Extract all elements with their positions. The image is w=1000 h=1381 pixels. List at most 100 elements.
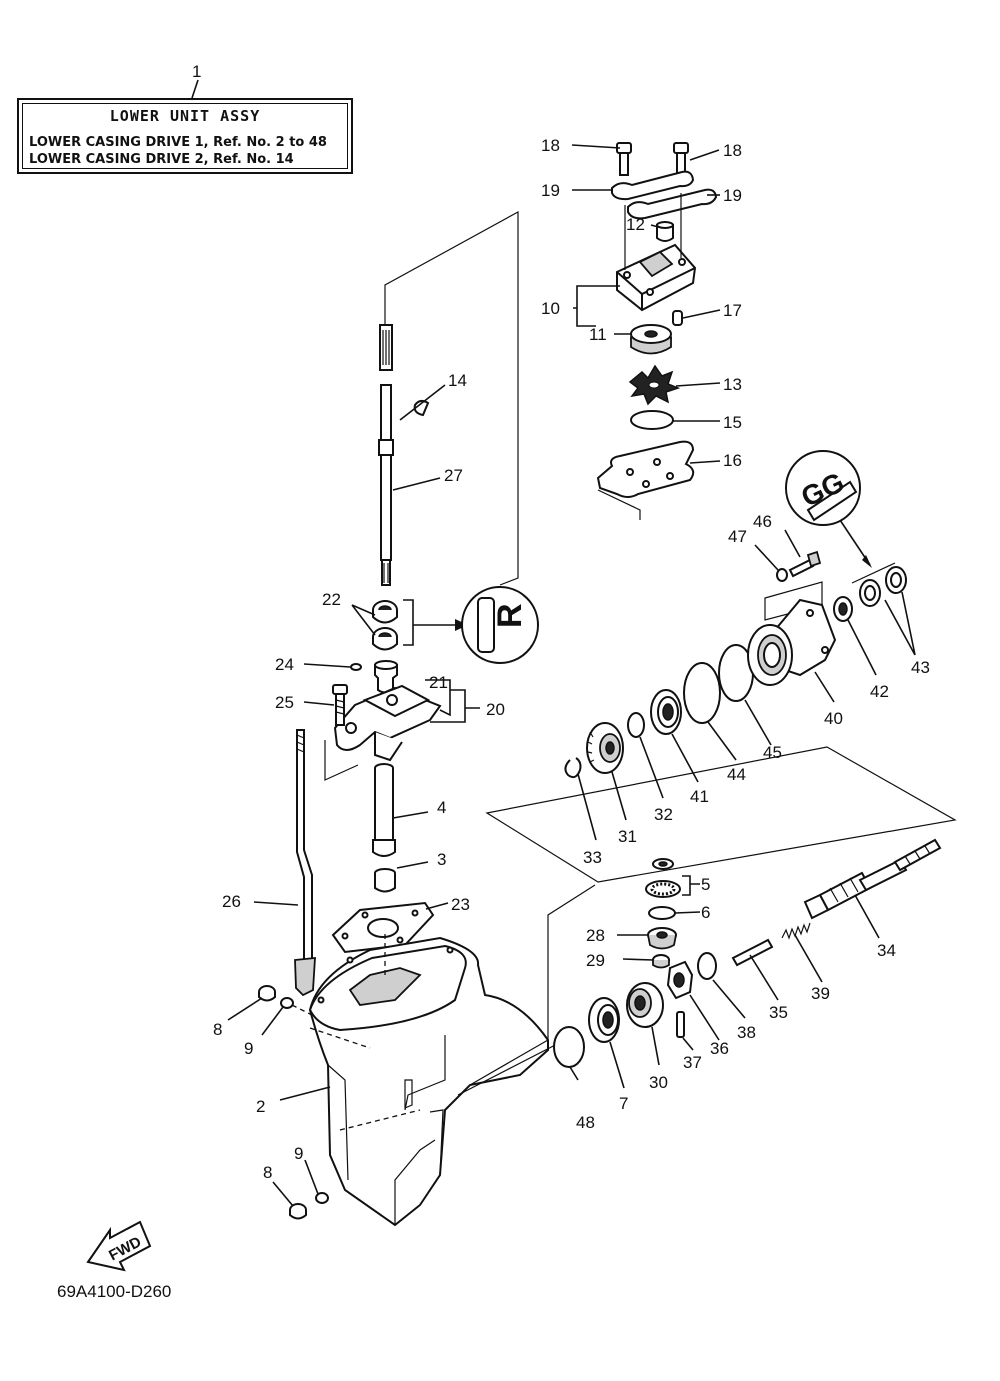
title-box-line-1: LOWER CASING DRIVE 1, Ref. No. 2 to 48 bbox=[29, 135, 327, 150]
drive-shaft-27 bbox=[378, 290, 394, 586]
sealant-stamp-text: R bbox=[491, 603, 529, 628]
grommet-12 bbox=[656, 221, 674, 242]
callout-38: 38 bbox=[737, 1023, 756, 1042]
callout-1: 1 bbox=[192, 62, 201, 81]
callout-24: 24 bbox=[275, 655, 294, 674]
callout-45: 45 bbox=[763, 743, 782, 762]
callout-19-left: 19 bbox=[541, 181, 560, 200]
shift-plunger-35 bbox=[731, 938, 774, 967]
callout-4: 4 bbox=[437, 798, 446, 817]
callout-23: 23 bbox=[451, 895, 470, 914]
callout-6: 6 bbox=[701, 903, 710, 922]
screw-8-lower bbox=[289, 1203, 307, 1220]
dowel-pin-17 bbox=[672, 310, 683, 326]
bolt-46 bbox=[788, 550, 822, 578]
callout-5: 5 bbox=[701, 875, 710, 894]
shaft-group-frame bbox=[384, 210, 519, 586]
washer-9-upper bbox=[280, 997, 294, 1009]
screw-8-upper bbox=[258, 985, 276, 1002]
fwd-arrow: FWD bbox=[86, 1220, 152, 1272]
title-box-inner-border bbox=[22, 103, 348, 169]
pinion-28 bbox=[647, 927, 677, 950]
grommet-3 bbox=[374, 868, 396, 893]
callout-16: 16 bbox=[723, 451, 742, 470]
washer-24 bbox=[350, 663, 362, 671]
forward-gear-30 bbox=[626, 982, 664, 1028]
callout-14: 14 bbox=[448, 371, 467, 390]
o-ring-48 bbox=[553, 1026, 585, 1068]
callout-20: 20 bbox=[486, 700, 505, 719]
callout-47: 47 bbox=[728, 527, 747, 546]
title-box-heading: LOWER UNIT ASSY bbox=[109, 107, 261, 125]
outer-plate-16 bbox=[596, 440, 695, 498]
callout-33: 33 bbox=[583, 848, 602, 867]
callout-11: 11 bbox=[589, 325, 607, 344]
callout-numbers: 1 18 18 19 19 12 10 11 17 13 15 16 14 27… bbox=[192, 62, 930, 1182]
plate-19-left bbox=[611, 170, 695, 201]
bracket-5 bbox=[682, 875, 700, 896]
bolt-18-right bbox=[673, 142, 689, 176]
callout-40: 40 bbox=[824, 709, 843, 728]
water-tube-4 bbox=[372, 763, 396, 857]
callout-8-upper: 8 bbox=[213, 1020, 222, 1039]
callout-9-upper: 9 bbox=[244, 1039, 253, 1058]
propeller-shaft-34 bbox=[803, 838, 942, 920]
callout-27: 27 bbox=[444, 466, 463, 485]
callout-12: 12 bbox=[626, 215, 645, 234]
washer-9-lower bbox=[315, 1192, 329, 1204]
water-pump-housing-10 bbox=[616, 193, 697, 312]
callout-26: 26 bbox=[222, 892, 241, 911]
o-ring-15 bbox=[630, 410, 674, 430]
callout-8-lower: 8 bbox=[263, 1163, 272, 1182]
spring-ring-38 bbox=[697, 952, 717, 980]
cross-pin-37 bbox=[676, 1011, 685, 1038]
callout-13: 13 bbox=[723, 375, 742, 394]
leader-lines bbox=[191, 79, 916, 1207]
callout-36: 36 bbox=[710, 1039, 729, 1058]
gasket-23 bbox=[331, 901, 435, 954]
callout-21: 21 bbox=[429, 673, 448, 692]
grease-symbol: GG bbox=[785, 450, 861, 526]
grease-pointer bbox=[862, 555, 872, 568]
shim-5-upper bbox=[652, 858, 674, 870]
callout-7: 7 bbox=[619, 1094, 628, 1113]
insert-cartridge-11 bbox=[630, 324, 672, 355]
callout-48: 48 bbox=[576, 1113, 595, 1132]
pump-frame-left bbox=[597, 489, 641, 520]
bearing-22-bracket bbox=[403, 599, 460, 646]
callout-29: 29 bbox=[586, 951, 605, 970]
callout-17: 17 bbox=[723, 301, 742, 320]
bracket-housing-20 bbox=[333, 684, 442, 762]
callout-10: 10 bbox=[541, 299, 560, 318]
bearing-42 bbox=[833, 596, 853, 622]
callout-18-left: 18 bbox=[541, 136, 560, 155]
callout-18-right: 18 bbox=[723, 141, 742, 160]
callout-9-lower: 9 bbox=[294, 1144, 303, 1163]
callout-34: 34 bbox=[877, 941, 896, 960]
callout-32: 32 bbox=[654, 805, 673, 824]
bearing-22-lower bbox=[372, 627, 398, 651]
callout-41: 41 bbox=[690, 787, 709, 806]
bolt-18-left bbox=[616, 142, 632, 176]
oil-seal-43-a bbox=[859, 579, 881, 607]
bushing-21 bbox=[374, 660, 398, 694]
bearing-housing-40 bbox=[747, 598, 837, 686]
gear-group-frame bbox=[485, 746, 957, 883]
callout-43: 43 bbox=[911, 658, 930, 677]
diagram-reference-code: 69A4100-D260 bbox=[57, 1282, 172, 1301]
lower-casing-2 bbox=[308, 930, 566, 1227]
shim-32 bbox=[627, 712, 645, 738]
callout-37: 37 bbox=[683, 1053, 702, 1072]
callout-3: 3 bbox=[437, 850, 446, 869]
washer-47 bbox=[776, 568, 788, 582]
callout-30: 30 bbox=[649, 1073, 668, 1092]
shim-6 bbox=[648, 906, 676, 920]
o-ring-44 bbox=[683, 662, 721, 724]
bearing-7 bbox=[588, 997, 620, 1043]
bolt-25 bbox=[332, 684, 348, 726]
plate-19-right bbox=[627, 188, 718, 220]
casing-link-frame bbox=[547, 884, 596, 1040]
callout-39: 39 bbox=[811, 984, 830, 1003]
callout-42: 42 bbox=[870, 682, 889, 701]
